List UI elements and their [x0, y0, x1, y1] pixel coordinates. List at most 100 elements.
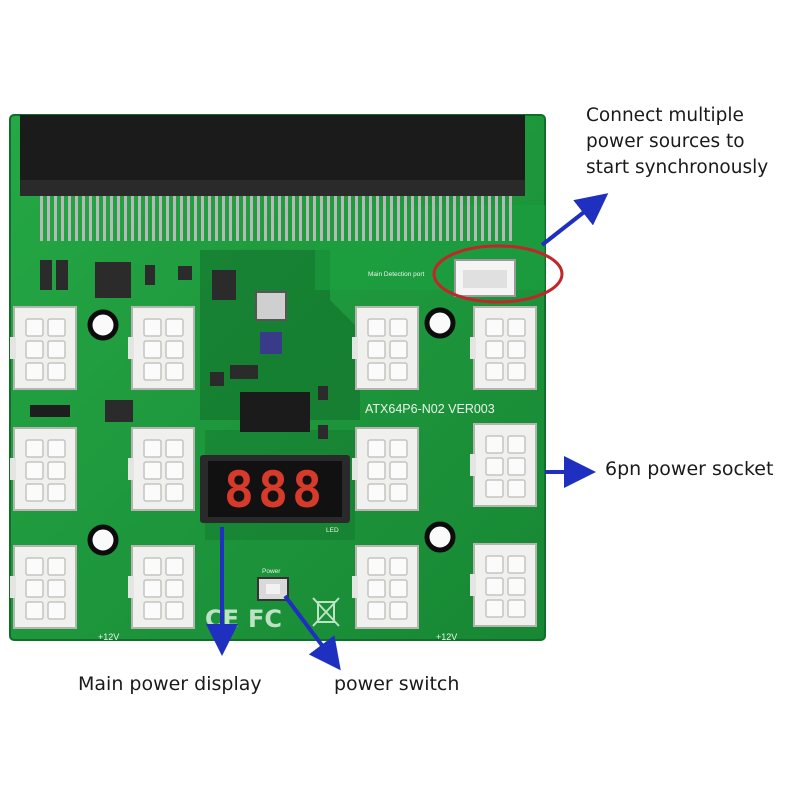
connector-pin [159, 196, 162, 241]
six-pin-socket [470, 306, 537, 390]
connector-pin [348, 196, 351, 241]
connector-pin [285, 196, 288, 241]
connector-pin [208, 196, 211, 241]
connector-pin [47, 196, 50, 241]
connector-pin [173, 196, 176, 241]
connector-pin [425, 196, 428, 241]
display-callout: Main power display [78, 673, 262, 695]
connector-pin [460, 196, 463, 241]
six-pin-socket [352, 427, 419, 511]
fc-mark: FC [248, 605, 282, 633]
connector-pin [194, 196, 197, 241]
six-pin-socket [10, 306, 77, 390]
connector-pin [334, 196, 337, 241]
connector-pin [54, 196, 57, 241]
voltage-label-right: +12V [436, 632, 457, 642]
connector-pin [488, 196, 491, 241]
connector-pin [327, 196, 330, 241]
connector-pin [411, 196, 414, 241]
connector-pin [138, 196, 141, 241]
connector-pin [292, 196, 295, 241]
connector-pin [306, 196, 309, 241]
connector-pin [418, 196, 421, 241]
sync-callout-line-2: power sources to [586, 131, 745, 152]
connector-pin [474, 196, 477, 241]
connector-pin [299, 196, 302, 241]
connector-pin [502, 196, 505, 241]
connector-pin [313, 196, 316, 241]
connector-pin [68, 196, 71, 241]
connector-pin [131, 196, 134, 241]
connector-pin [180, 196, 183, 241]
connector-pin [383, 196, 386, 241]
six-pin-socket [352, 545, 419, 629]
connector-pin [481, 196, 484, 241]
switch-callout: power switch [334, 673, 460, 695]
six-pin-socket [128, 306, 195, 390]
connector-pin [250, 196, 253, 241]
seven-segment-display: 888 [200, 455, 350, 523]
connector-pin [215, 196, 218, 241]
connector-pin [89, 196, 92, 241]
display-digits: 888 [224, 461, 326, 519]
connector-pin [509, 196, 512, 241]
six-pin-socket [10, 545, 77, 629]
detection-port-label: Main Detection port [368, 271, 425, 278]
connector-pin [355, 196, 358, 241]
connector-pin [362, 196, 365, 241]
detection-port [454, 259, 516, 297]
six-pin-socket [352, 306, 419, 390]
connector-pin [453, 196, 456, 241]
connector-pin [110, 196, 113, 241]
connector-pins [40, 196, 512, 241]
connector-pin [467, 196, 470, 241]
led-label: LED [326, 527, 339, 534]
connector-pin [61, 196, 64, 241]
connector-pin [187, 196, 190, 241]
connector-pin [243, 196, 246, 241]
sync-callout: Connect multiple power sources to start … [586, 103, 768, 181]
voltage-label-left: +12V [98, 632, 119, 642]
weee-bin-icon [312, 597, 340, 627]
connector-pin [432, 196, 435, 241]
power-switch [257, 577, 289, 601]
mounting-holes [87, 307, 456, 556]
connector-pin [75, 196, 78, 241]
six-pin-socket [470, 423, 537, 507]
connector-pin [264, 196, 267, 241]
connector-pin [390, 196, 393, 241]
connector-pin [229, 196, 232, 241]
connector-pin [397, 196, 400, 241]
connector-pin [404, 196, 407, 241]
detection-port-highlight [432, 244, 564, 304]
six-pin-socket [128, 427, 195, 511]
sync-callout-line-3: start synchronously [586, 157, 769, 178]
connector-pin [320, 196, 323, 241]
connector-pin [96, 196, 99, 241]
connector-pin [145, 196, 148, 241]
connector-pin [152, 196, 155, 241]
six-pin-socket [128, 545, 195, 629]
connector-pin [376, 196, 379, 241]
connector-pin [82, 196, 85, 241]
switch-arrow [283, 594, 341, 671]
connector-pin [257, 196, 260, 241]
smd-components [30, 260, 328, 439]
connector-pin [271, 196, 274, 241]
model-label: ATX64P6-N02 VER003 [365, 402, 495, 416]
six-pin-sockets [10, 306, 537, 629]
connector-pin [117, 196, 120, 241]
sync-callout-line-1: Connect multiple [586, 105, 744, 126]
six-pin-callout: 6pn power socket [605, 458, 774, 480]
connector-pin [341, 196, 344, 241]
connector-pin [236, 196, 239, 241]
connector-pin [124, 196, 127, 241]
power-button-label: Power [262, 568, 281, 575]
connector-pin [40, 196, 43, 241]
connector-pin [222, 196, 225, 241]
connector-pin [103, 196, 106, 241]
connector-pin [446, 196, 449, 241]
connector-pin [369, 196, 372, 241]
sync-arrow [540, 193, 609, 247]
